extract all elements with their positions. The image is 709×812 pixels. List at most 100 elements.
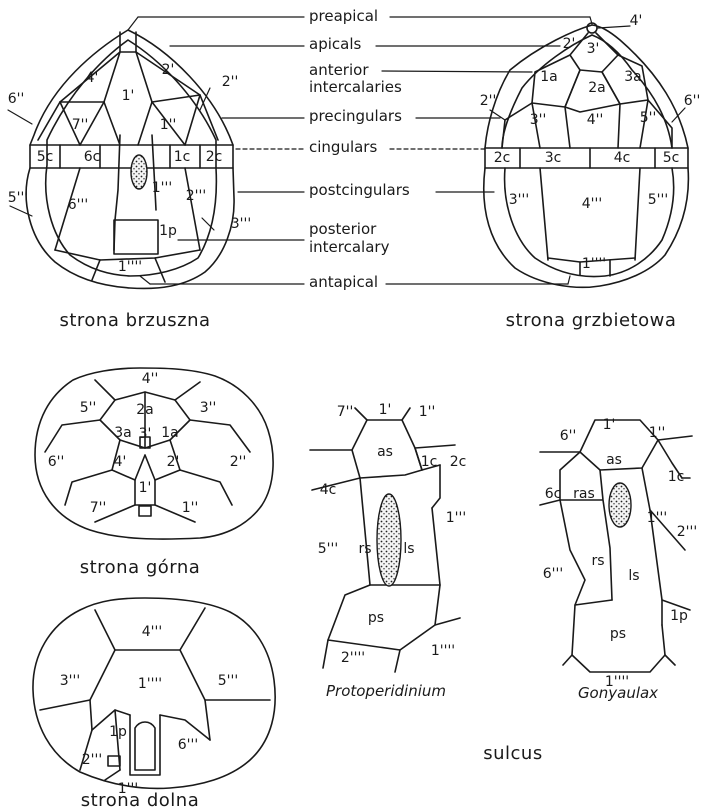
dorsal-plate-3pp: 3'' xyxy=(530,112,547,128)
caption-protoperidinium: Protoperidinium xyxy=(326,682,446,700)
term-cingulars: cingulars xyxy=(309,138,377,156)
proto-plate-1a: 1' xyxy=(379,402,392,418)
ventral-plate-5c: 5c xyxy=(37,149,54,165)
caption-lower: strona dolna xyxy=(81,790,200,811)
upper-plate-7pp: 7'' xyxy=(90,500,107,516)
dorsal-plate-5ppp: 5''' xyxy=(648,192,668,208)
dorsal-plate-4c: 4c xyxy=(614,150,631,166)
dorsal-plate-5c: 5c xyxy=(663,150,680,166)
dorsal-plate-4a: 4' xyxy=(630,13,643,29)
ventral-plate-2ppp: 2''' xyxy=(186,188,206,204)
ventral-plate-1p: 1p xyxy=(159,223,177,239)
caption-ventral: strona brzuszna xyxy=(59,310,210,331)
term-anterior: anterior xyxy=(309,61,369,79)
lower-plate-1pppp: 1'''' xyxy=(138,676,162,692)
upper-plate-1pp: 1'' xyxy=(182,500,199,516)
protoperidinium-sulcus: 1' 7'' 1'' as 1c 2c 4c 5''' rs ls 1''' p… xyxy=(310,402,466,672)
gony-plate-1a: 1' xyxy=(603,417,616,433)
lower-view: 4''' 3''' 1'''' 5''' 1p 6''' 2''' 1''' xyxy=(33,598,275,797)
gony-plate-2ppp: 2''' xyxy=(677,524,697,540)
gony-plate-6c: 6c xyxy=(545,486,562,502)
caption-sulcus: sulcus xyxy=(483,743,542,764)
lower-plate-6ppp: 6''' xyxy=(178,737,198,753)
dorsal-plate-3ppp: 3''' xyxy=(509,192,529,208)
upper-plate-3pp: 3'' xyxy=(200,400,217,416)
ventral-plate-1a: 1' xyxy=(122,88,135,104)
gony-plate-1p: 1p xyxy=(670,608,688,624)
term-apicals: apicals xyxy=(309,35,361,53)
ventral-plate-2a: 2' xyxy=(162,62,175,78)
upper-plate-2a: 2a xyxy=(136,402,154,418)
upper-plate-4a: 4' xyxy=(114,454,127,470)
dorsal-plate-1a: 1a xyxy=(540,69,558,85)
term-intercalary: intercalary xyxy=(309,238,390,256)
dorsal-plate-2c: 2c xyxy=(494,150,511,166)
ventral-plate-7pp: 7'' xyxy=(72,117,89,133)
upper-plate-3a-apical: 3' xyxy=(139,426,152,442)
proto-plate-2pppp: 2'''' xyxy=(341,650,365,666)
proto-plate-4c: 4c xyxy=(320,482,337,498)
ventral-plate-6pp: 6'' xyxy=(8,91,25,107)
dorsal-plate-4pp: 4'' xyxy=(587,112,604,128)
dorsal-plate-3a: 3' xyxy=(587,41,600,57)
caption-upper: strona górna xyxy=(80,557,201,578)
ventral-plate-6c: 6c xyxy=(84,149,101,165)
caption-gonyaulax: Gonyaulax xyxy=(578,684,658,702)
dorsal-plate-2a-intercalary: 2a xyxy=(588,80,606,96)
dorsal-plate-6pp: 6'' xyxy=(684,93,701,109)
term-postcingulars: postcingulars xyxy=(309,181,410,199)
gony-plate-ps: ps xyxy=(610,626,626,642)
upper-plate-1a: 1a xyxy=(161,425,179,441)
proto-plate-ls: ls xyxy=(403,541,414,557)
lower-plate-5ppp: 5''' xyxy=(218,673,238,689)
dorsal-plate-3a-intercalary: 3a xyxy=(624,69,642,85)
gony-plate-6ppp: 6''' xyxy=(543,566,563,582)
upper-plate-6pp: 6'' xyxy=(48,454,65,470)
lower-plate-2ppp: 2''' xyxy=(82,752,102,768)
ventral-flagellar-pore xyxy=(131,155,147,189)
proto-plate-as: as xyxy=(377,444,393,460)
gony-plate-ls: ls xyxy=(628,568,639,584)
upper-plate-4pp: 4'' xyxy=(142,371,159,387)
dorsal-plate-2pp: 2'' xyxy=(480,93,497,109)
proto-plate-1pp: 1'' xyxy=(419,404,436,420)
ventral-plate-2c: 2c xyxy=(206,149,223,165)
proto-plate-1ppp: 1''' xyxy=(446,510,466,526)
dorsal-plate-4ppp: 4''' xyxy=(582,196,602,212)
upper-plate-3a: 3a xyxy=(114,425,132,441)
proto-plate-7pp: 7'' xyxy=(337,404,354,420)
gony-plate-rs: rs xyxy=(591,553,604,569)
term-preapical: preapical xyxy=(309,7,378,25)
ventral-plate-2pp: 2'' xyxy=(222,74,239,90)
ventral-plate-3ppp: 3''' xyxy=(231,216,251,232)
ventral-plate-1ppp: 1''' xyxy=(152,180,172,196)
upper-plate-5pp: 5'' xyxy=(80,400,97,416)
dorsal-plate-1pppp: 1'''' xyxy=(582,256,606,272)
term-intercalaries: intercalaries xyxy=(309,78,402,96)
ventral-plate-1pppp: 1'''' xyxy=(118,259,142,275)
gony-plate-1pp: 1'' xyxy=(649,425,666,441)
upper-view: 4'' 5'' 2a 3'' 3a 3' 1a 6'' 4' 2' 2'' 1'… xyxy=(35,368,273,539)
dorsal-plate-2a: 2' xyxy=(563,36,576,52)
upper-plate-1a-apical: 1' xyxy=(139,480,152,496)
proto-plate-rs: rs xyxy=(358,541,371,557)
ventral-plate-1pp: 1'' xyxy=(160,117,177,133)
gony-plate-1c: 1c xyxy=(668,469,685,485)
ventral-plate-6ppp: 6''' xyxy=(68,197,88,213)
ventral-plate-5ppp: 5''' xyxy=(8,190,28,206)
term-posterior: posterior xyxy=(309,220,377,238)
upper-plate-2a-apical: 2' xyxy=(167,454,180,470)
term-antapical: antapical xyxy=(309,273,378,291)
ventral-view: 4' 2' 1' 6'' 7'' 1'' 2'' 5c 6c 1c 2c 6''… xyxy=(8,30,252,288)
ventral-plate-1c: 1c xyxy=(174,149,191,165)
term-precingulars: precingulars xyxy=(309,107,402,125)
gony-plate-1ppp: 1''' xyxy=(647,510,667,526)
proto-plate-1pppp: 1'''' xyxy=(431,643,455,659)
proto-plate-5ppp: 5''' xyxy=(318,541,338,557)
dorsal-view: 4' 2' 3' 1a 2a 3a 2'' 3'' 4'' 5'' 6'' 2c… xyxy=(480,13,701,287)
upper-plate-2pp: 2'' xyxy=(230,454,247,470)
gony-plate-as: as xyxy=(606,452,622,468)
lower-plate-4ppp: 4''' xyxy=(142,624,162,640)
lower-plate-3ppp: 3''' xyxy=(60,673,80,689)
